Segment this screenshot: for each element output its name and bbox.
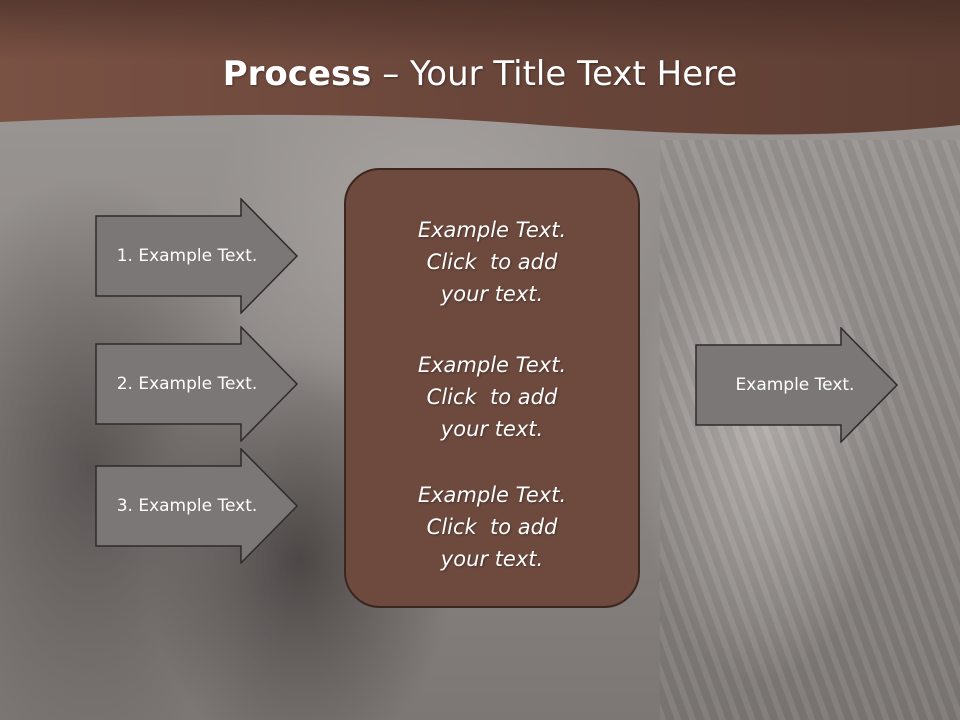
- center-paragraph-2-line-3: your text.: [440, 417, 544, 441]
- center-paragraph-3: Example Text. Click to add your text.: [346, 479, 638, 575]
- step-1-label: 1. Example Text.: [116, 246, 258, 266]
- center-paragraph-3-line-2: Click to add: [426, 515, 558, 539]
- center-paragraph-1: Example Text. Click to add your text.: [346, 214, 638, 310]
- result-label: Example Text.: [735, 375, 855, 395]
- center-paragraph-1-line-3: your text.: [440, 282, 544, 306]
- center-paragraph-1-line-2: Click to add: [426, 250, 558, 274]
- center-paragraph-1-line-1: Example Text.: [417, 218, 567, 242]
- header-band: [0, 0, 960, 135]
- center-paragraph-3-line-1: Example Text.: [417, 483, 567, 507]
- step-1-arrow[interactable]: 1. Example Text.: [95, 198, 299, 314]
- center-paragraph-2-line-2: Click to add: [426, 385, 558, 409]
- background-shirt-texture: [660, 140, 960, 720]
- result-arrow-shape: [695, 327, 899, 443]
- step-2-arrow-shape: [95, 326, 299, 442]
- title-rest: – Your Title Text Here: [371, 54, 738, 94]
- result-arrow[interactable]: Example Text.: [695, 327, 899, 443]
- step-3-arrow[interactable]: 3. Example Text.: [95, 448, 299, 564]
- title-bold: Process: [222, 54, 372, 94]
- step-2-arrow[interactable]: 2. Example Text.: [95, 326, 299, 442]
- step-3-label: 3. Example Text.: [116, 496, 258, 516]
- center-text-box[interactable]: Example Text. Click to add your text. Ex…: [344, 168, 640, 608]
- center-paragraph-2: Example Text. Click to add your text.: [346, 349, 638, 445]
- step-3-arrow-shape: [95, 448, 299, 564]
- step-2-label: 2. Example Text.: [116, 374, 258, 394]
- center-paragraph-2-line-1: Example Text.: [417, 353, 567, 377]
- center-paragraph-3-line-3: your text.: [440, 547, 544, 571]
- slide-title[interactable]: Process – Your Title Text Here: [0, 52, 960, 96]
- step-1-arrow-shape: [95, 198, 299, 314]
